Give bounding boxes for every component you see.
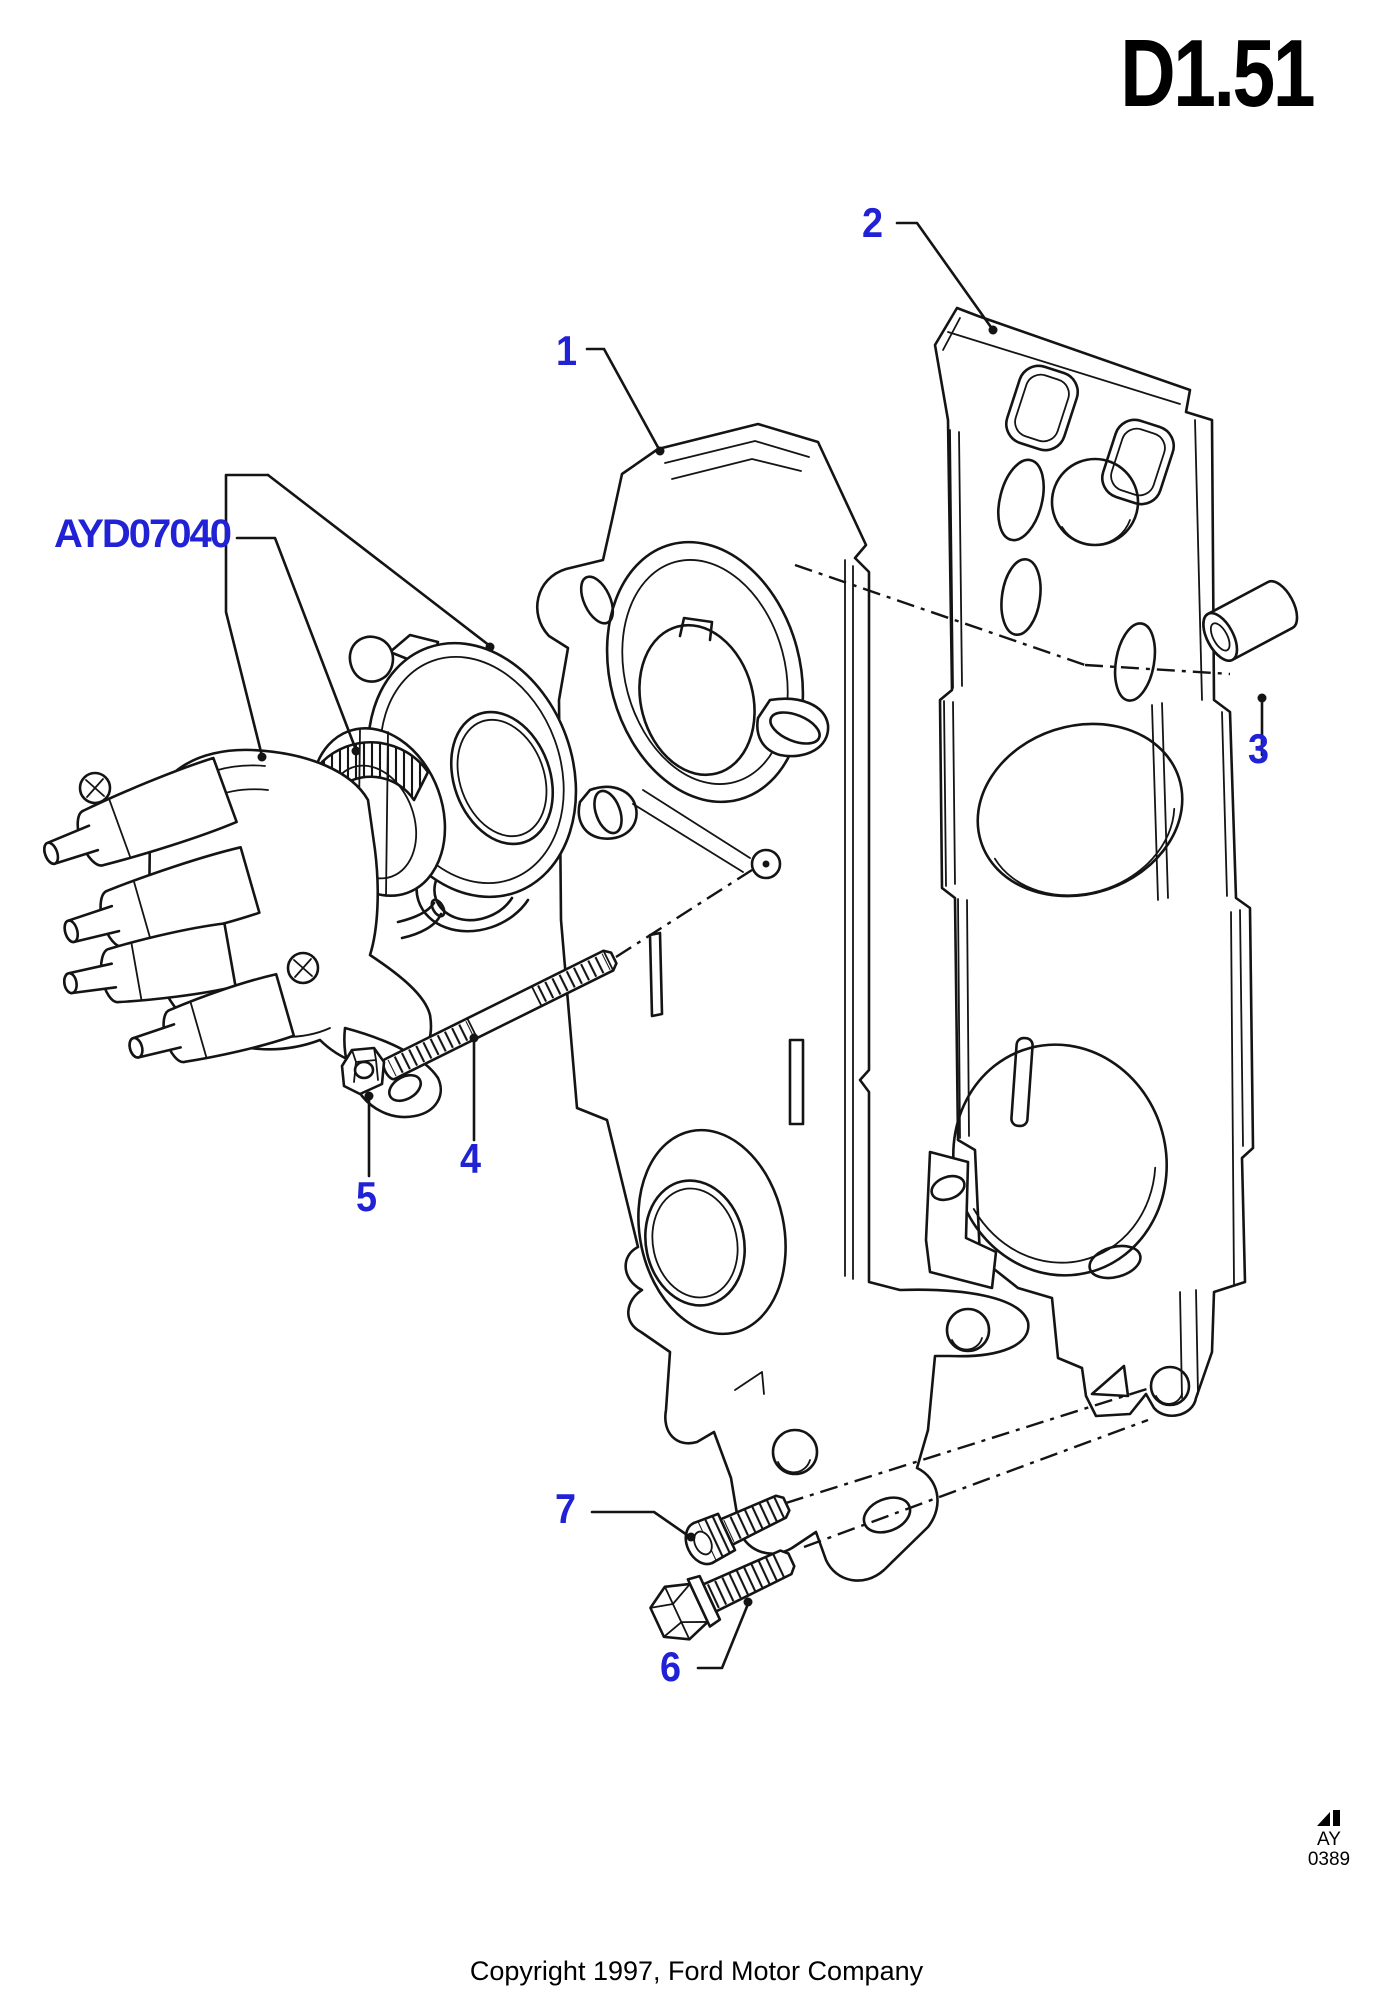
distributor-assembly [43,633,578,1119]
copyright-footer: Copyright 1997, Ford Motor Company [469,1956,924,1986]
gasket-plate [924,306,1255,1418]
plate-code-line1: AY [1317,1829,1341,1850]
cap-screw [286,951,320,985]
print-registration-icon [1317,1810,1340,1826]
bolt-hex [649,1549,796,1641]
callout-5[interactable]: 5 [356,1173,377,1220]
distributor-cap [43,748,446,1119]
dowel-pin [1202,579,1299,662]
callout-2[interactable]: 2 [862,199,883,246]
cap-screw [78,771,112,805]
hex-nut [340,1046,386,1096]
assembly-centerlines [615,563,1231,1549]
callout-4[interactable]: 4 [460,1135,481,1182]
cap-tower [63,922,237,1004]
callout-6[interactable]: 6 [660,1643,681,1690]
callout-1[interactable]: 1 [556,327,577,374]
page-code: D1.51 [1120,20,1315,127]
callout-kit-code[interactable]: AYD07040 [54,512,232,556]
cap-tower [43,756,238,867]
plate-code-line2: 0389 [1307,1849,1351,1870]
leader-lines [224,221,1267,1670]
bolt-torx [684,1494,791,1566]
cap-tower [128,972,296,1064]
callout-3[interactable]: 3 [1248,725,1269,772]
timing-cover [535,422,1030,1582]
plate-corner-mark: AY 0389 [1284,1808,1374,1870]
callout-7[interactable]: 7 [555,1485,576,1532]
